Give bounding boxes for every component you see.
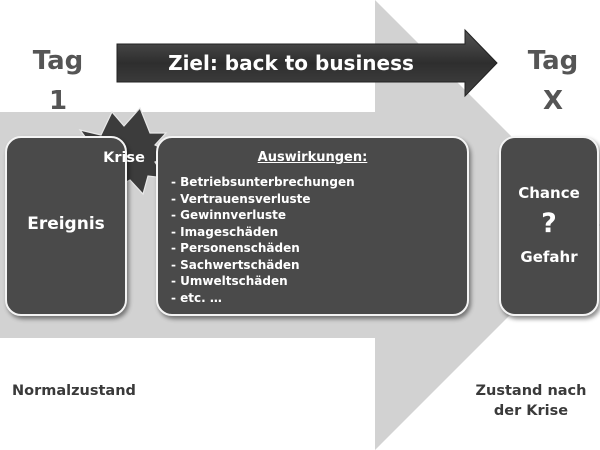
- effects-list-item: - Umweltschäden: [171, 274, 288, 288]
- event-box-label: Ereignis: [27, 214, 105, 234]
- footer-normal-state: Normalzustand: [12, 383, 136, 399]
- day-end-word: Tag: [527, 46, 579, 76]
- effects-list-item: - Sachwertschäden: [171, 257, 300, 272]
- effects-list-item: - Gewinnverluste: [171, 208, 286, 222]
- effects-list-item: - etc. …: [171, 290, 222, 305]
- outcome-danger: Gefahr: [520, 248, 578, 266]
- day-start-word: Tag: [32, 46, 84, 76]
- effects-list-item: - Imageschäden: [171, 224, 279, 239]
- event-box: Ereignis: [5, 136, 127, 316]
- effects-list: - Betriebsunterbrechungen - Vertrauensver…: [171, 174, 355, 306]
- goal-arrow-shape: [116, 28, 498, 98]
- footer-post-crisis-line1: Zustand nach: [475, 383, 587, 399]
- effects-list-item: - Vertrauensverluste: [171, 191, 311, 206]
- crisis-burst-label: Krise: [103, 150, 145, 166]
- day-end-label: Tag X: [513, 44, 593, 118]
- footer-post-crisis-state: Zustand nach der Krise: [470, 381, 592, 421]
- day-end-number: X: [542, 86, 564, 116]
- effects-box-title: Auswirkungen:: [257, 150, 368, 165]
- effects-list-item: - Personenschäden: [171, 241, 300, 255]
- effects-list-item: - Betriebsunterbrechungen: [171, 175, 355, 189]
- day-start-number: 1: [48, 86, 68, 116]
- outcome-chance: Chance: [518, 184, 580, 202]
- goal-arrow-label: Ziel: back to business: [168, 51, 414, 75]
- outcome-question-mark: ?: [541, 208, 557, 239]
- outcome-box: Chance ? Gefahr: [499, 136, 599, 316]
- day-start-label: Tag 1: [18, 44, 98, 118]
- effects-box: Auswirkungen: - Betriebsunterbrechungen-…: [156, 136, 469, 316]
- footer-post-crisis-line2: der Krise: [493, 403, 569, 419]
